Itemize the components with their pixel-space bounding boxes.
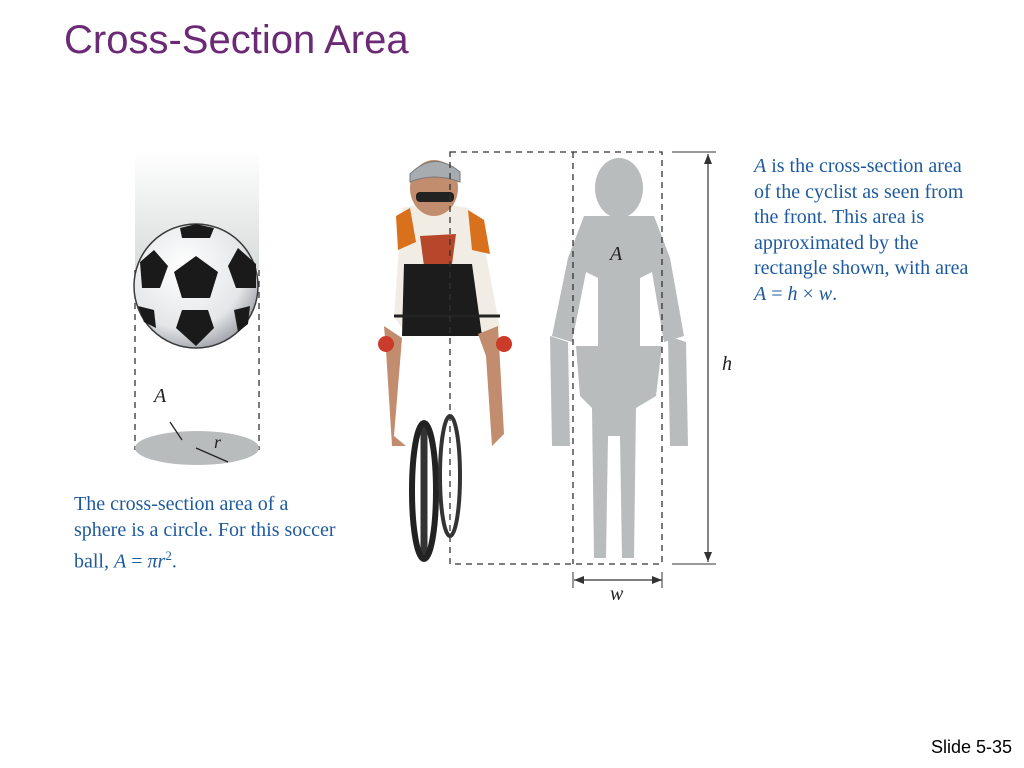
soccer-ball-icon (133, 223, 259, 349)
ball-formula-exponent: 2 (165, 548, 172, 563)
caption-var-a: A (754, 155, 767, 177)
formula-times: × (797, 282, 819, 305)
ball-radius-label: r (214, 432, 222, 452)
area-pointer (169, 421, 183, 441)
ball-formula-equals: = (126, 550, 148, 573)
radius-line (195, 447, 229, 463)
width-label: w (610, 583, 624, 605)
ball-formula-period: . (171, 550, 177, 573)
ball-formula-pi: π (147, 550, 158, 573)
soccer-ball-figure: A r (133, 150, 260, 465)
formula-w: w (818, 282, 833, 305)
formula-a: A (754, 282, 767, 305)
cyclist-caption-text: is the cross-section area of the cyclist… (754, 155, 969, 279)
height-label: h (722, 353, 732, 375)
cross-section-rectangle (449, 151, 663, 565)
cyclist-silhouette (550, 158, 688, 558)
cyclist-caption: A is the cross-section area of the cycli… (754, 154, 969, 307)
cyclist-figure: h w A (378, 151, 732, 605)
width-arrow-left (574, 576, 584, 584)
height-arrow-up (704, 154, 712, 164)
formula-period: . (832, 282, 838, 305)
ball-formula-r: r (157, 550, 166, 573)
formula-equals: = (766, 282, 788, 305)
cyclist-photo (378, 160, 512, 562)
ball-formula-a: A (114, 550, 127, 573)
silhouette-area-label: A (608, 243, 623, 265)
ball-area-label: A (152, 385, 167, 407)
ball-caption: The cross-section area of a sphere is a … (74, 492, 344, 575)
width-arrow-right (652, 576, 662, 584)
height-arrow-down (704, 552, 712, 562)
slide-number: Slide 5-35 (930, 737, 1012, 757)
formula-h: h (787, 282, 798, 305)
ball-caption-text: The cross-section area of a sphere is a … (74, 493, 336, 573)
page-title: Cross-Section Area (64, 18, 409, 62)
